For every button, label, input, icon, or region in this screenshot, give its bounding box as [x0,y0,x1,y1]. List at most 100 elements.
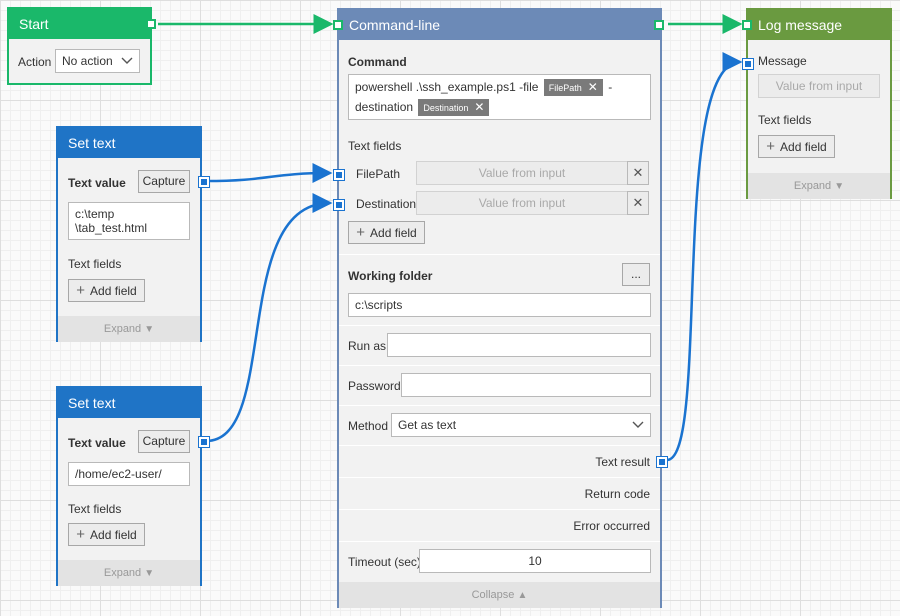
divider [339,365,660,366]
text-value-input[interactable]: /home/ec2-user/ [68,462,190,486]
caret-down-icon: ▼ [834,181,845,192]
command-text: - [608,80,613,94]
expand-toggle[interactable]: Expand ▼ [58,316,200,342]
command-label: Command [348,55,407,69]
divider [339,477,660,478]
destination-value-input[interactable]: Value from input [416,191,628,215]
message-input[interactable]: Value from input [758,74,880,98]
action-label: Action [18,55,52,69]
remove-filepath-button[interactable]: ✕ [627,161,649,185]
expand-label: Expand [103,323,142,335]
filepath-value-input[interactable]: Value from input [416,161,628,185]
set-text-node-1[interactable]: Set text Text value Capture c:\temp \tab… [56,126,210,342]
close-icon[interactable]: ✕ [474,100,485,115]
command-text: powershell .\ssh_example.ps1 -file [355,80,539,94]
wire-settext1-to-filepath [205,163,333,184]
start-node[interactable]: Start Action No action [7,7,156,85]
set-text-2-header[interactable]: Set text [58,388,200,418]
expand-toggle[interactable]: Expand ▼ [58,560,200,586]
field-name-destination: Destination [356,197,417,211]
action-select[interactable]: No action [55,49,140,73]
set-text-node-2[interactable]: Set text Text value Capture /home/ec2-us… [56,386,210,586]
text-value-input[interactable]: c:\temp \tab_test.html [68,202,190,240]
divider [339,509,660,510]
run-as-input[interactable] [387,333,651,357]
add-field-button[interactable]: + Add field [758,135,835,158]
collapse-toggle[interactable]: Collapse ▲ [339,582,660,608]
set-text-2-output-port[interactable] [198,436,210,448]
token-label: FilePath [548,83,582,94]
text-fields-label: Text fields [68,502,122,516]
timeout-label: Timeout (sec) [348,555,421,569]
remove-destination-button[interactable]: ✕ [627,191,649,215]
password-label: Password [348,379,401,393]
error-occurred-label: Error occurred [573,519,650,533]
capture-button[interactable]: Capture [138,430,190,453]
text-fields-label: Text fields [758,113,812,127]
divider [339,405,660,406]
capture-button[interactable]: Capture [138,170,190,193]
add-field-button[interactable]: +Add field [68,279,145,302]
set-text-2-title: Set text [68,395,116,411]
text-value-line-2: \tab_test.html [75,221,148,235]
expand-toggle[interactable]: Expand ▼ [748,173,890,199]
plus-icon: + [76,526,86,543]
chevron-down-icon [632,414,644,436]
start-node-title: Start [19,16,49,32]
return-code-label: Return code [584,487,650,501]
text-fields-label: Text fields [68,257,122,271]
text-fields-label: Text fields [348,139,402,153]
log-message-header[interactable]: Log message [748,10,890,40]
log-message-title: Log message [758,17,843,33]
add-field-label: Add field [780,140,827,154]
text-value-label: Text value [68,176,126,190]
divider [339,445,660,446]
command-line-output-port[interactable] [654,20,664,30]
command-line-node[interactable]: Command-line Command powershell .\ssh_ex… [333,8,668,608]
caret-up-icon: ▲ [517,590,528,601]
text-value-label: Text value [68,436,126,450]
token-label: Destination [423,103,469,114]
destination-token[interactable]: Destination ✕ [418,99,490,117]
filepath-token[interactable]: FilePath ✕ [543,79,603,97]
divider [339,325,660,326]
log-message-input-port[interactable] [742,20,752,30]
filepath-input-port[interactable] [333,169,345,181]
working-folder-label: Working folder [348,269,433,283]
working-folder-input[interactable]: c:\scripts [348,293,651,317]
message-input-port[interactable] [742,58,754,70]
add-field-label: Add field [370,226,417,240]
set-text-1-output-port[interactable] [198,176,210,188]
start-node-header[interactable]: Start [9,9,150,39]
text-result-output-port[interactable] [656,456,668,468]
command-line-header[interactable]: Command-line [339,10,660,40]
method-select-value: Get as text [398,418,457,432]
browse-folder-button[interactable]: ... [622,263,650,286]
expand-label: Expand [103,567,142,579]
text-result-label: Text result [595,455,650,469]
command-line-input-port[interactable] [333,20,343,30]
field-name-filepath: FilePath [356,167,401,181]
message-label: Message [758,54,807,68]
divider [339,541,660,542]
set-text-1-header[interactable]: Set text [58,128,200,158]
log-message-node[interactable]: Log message Message Value from input Tex… [742,8,892,199]
action-select-value: No action [62,54,113,68]
command-line-title: Command-line [349,17,441,33]
plus-icon: + [356,224,366,241]
expand-label: Expand [793,180,832,192]
add-field-button[interactable]: + Add field [348,221,425,244]
close-icon[interactable]: ✕ [587,80,598,95]
run-as-label: Run as [348,339,387,353]
command-input[interactable]: powershell .\ssh_example.ps1 -file FileP… [348,74,651,120]
method-select[interactable]: Get as text [391,413,651,437]
destination-input-port[interactable] [333,199,345,211]
timeout-input[interactable]: 10 [419,549,651,573]
start-output-port[interactable] [146,19,156,29]
plus-icon: + [76,282,86,299]
plus-icon: + [766,138,776,155]
caret-down-icon: ▼ [144,324,155,335]
command-text: destination [355,100,414,114]
password-input[interactable] [401,373,651,397]
add-field-button[interactable]: +Add field [68,523,145,546]
